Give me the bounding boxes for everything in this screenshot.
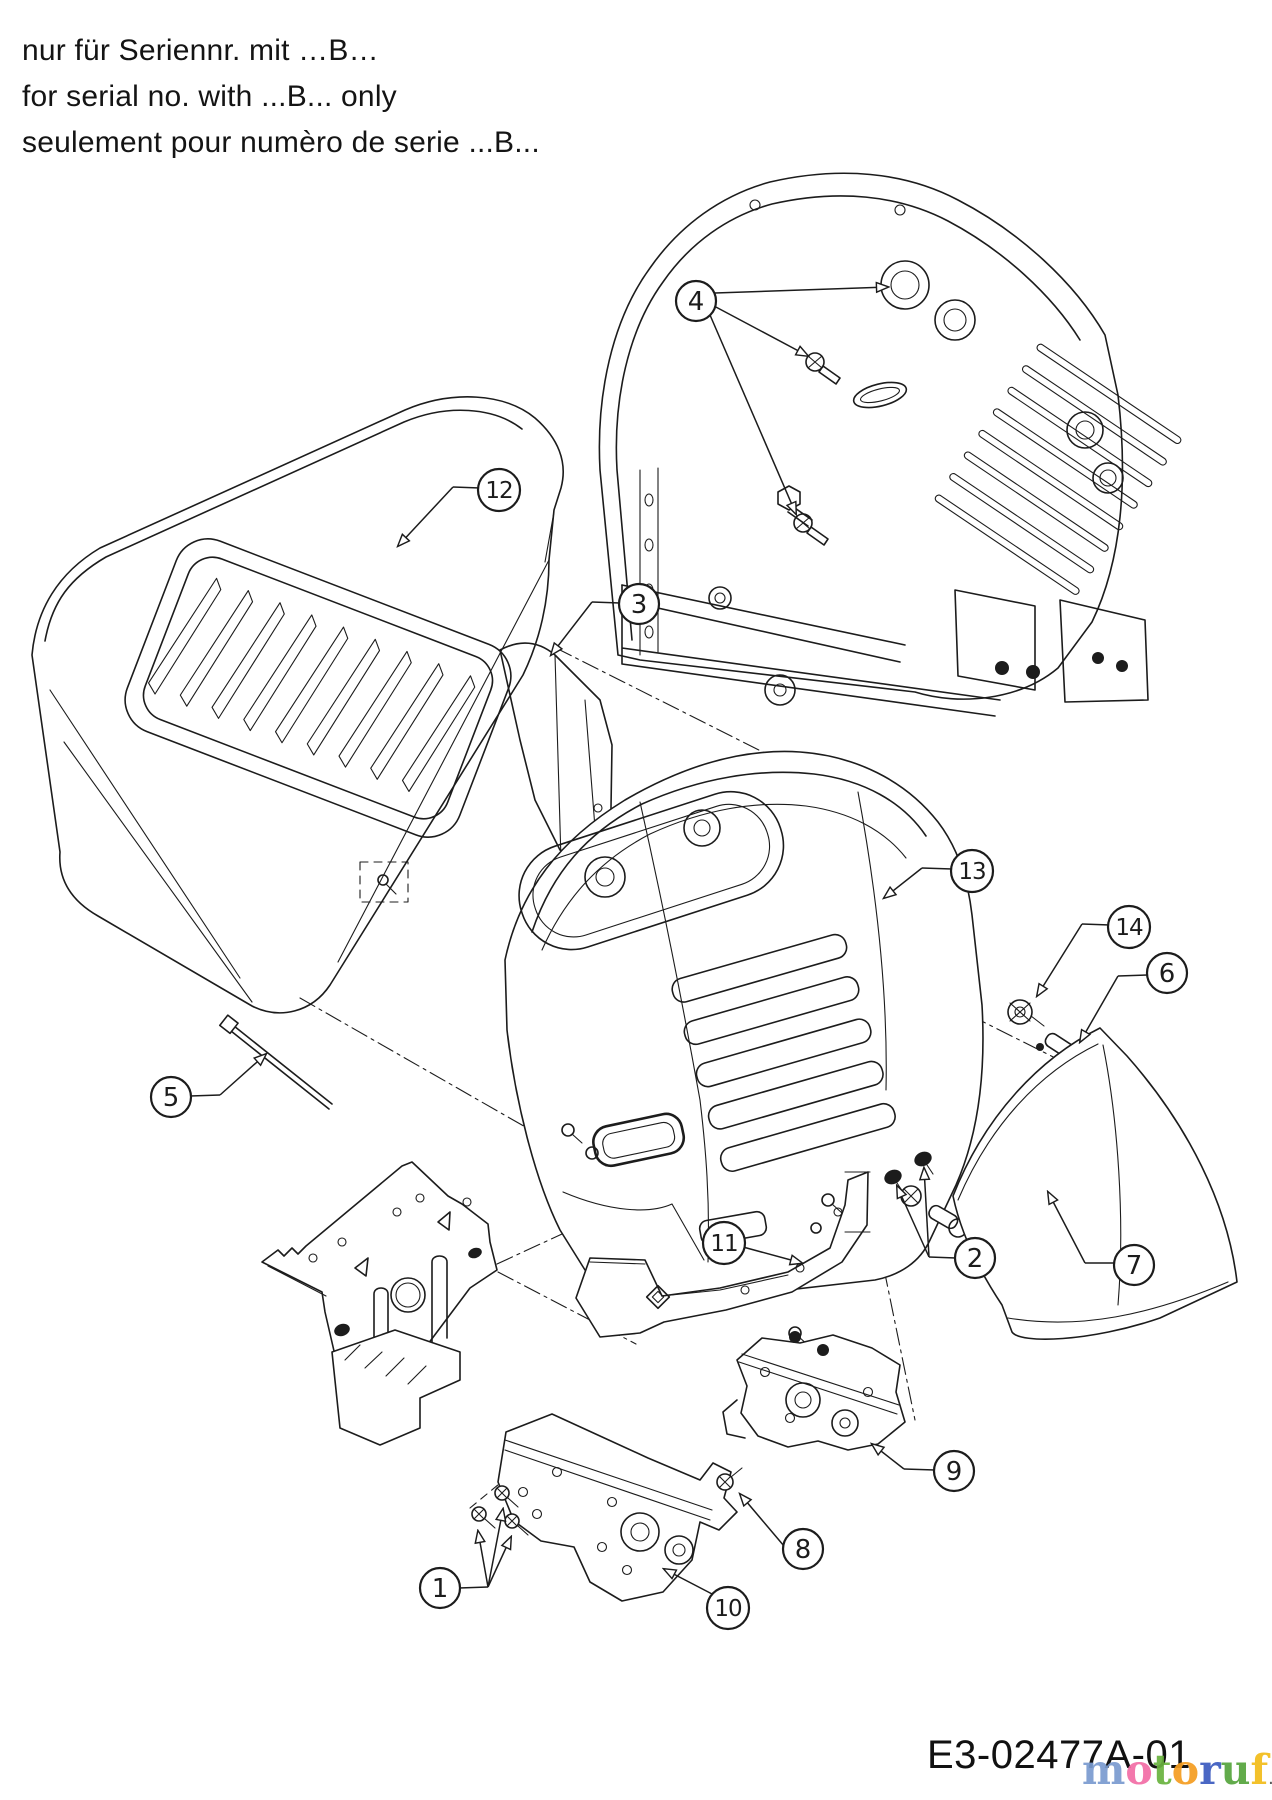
- svg-text:7: 7: [1126, 1251, 1143, 1281]
- watermark-letter: t: [1153, 1746, 1172, 1794]
- rear-panel-inset: [598, 172, 1182, 717]
- svg-text:12: 12: [485, 478, 512, 504]
- mounting-screws: [471, 1485, 529, 1536]
- front-grille-slats: [671, 933, 896, 1173]
- svg-text:14: 14: [1115, 915, 1143, 941]
- callout-3: 3: [617, 582, 661, 626]
- hood-top-panel: [31, 396, 564, 1014]
- callout-leaders: [189, 287, 1149, 1596]
- serial-note-line-en: for serial no. with ...B... only: [22, 80, 397, 113]
- callout-4: 4: [674, 279, 718, 323]
- rear-panel-vent-slats: [934, 343, 1182, 595]
- svg-text:2: 2: [967, 1244, 984, 1274]
- callout-9: 9: [932, 1449, 976, 1493]
- callout-13: 13: [949, 848, 995, 894]
- serial-note-line-de: nur für Seriennr. mit …B…: [22, 34, 379, 67]
- hood-front-panel: [504, 750, 984, 1303]
- watermark-letter: o: [1172, 1746, 1199, 1794]
- svg-text:6: 6: [1159, 959, 1176, 989]
- callout-10: 10: [705, 1585, 751, 1631]
- cable-tie: [218, 1014, 333, 1110]
- svg-text:1: 1: [432, 1574, 449, 1604]
- watermark-letter: f: [1250, 1746, 1270, 1794]
- push-fastener: [1007, 999, 1045, 1027]
- hood-vent-grille: [124, 538, 512, 838]
- callout-2: 2: [953, 1236, 997, 1280]
- hinge-bracket-left: [497, 1413, 738, 1602]
- svg-text:3: 3: [631, 590, 648, 620]
- drawing-number: E3-02477A-01: [927, 1733, 1191, 1777]
- callout-14: 14: [1106, 904, 1152, 950]
- callout-7: 7: [1112, 1243, 1156, 1287]
- svg-text:4: 4: [688, 287, 705, 317]
- callout-5: 5: [149, 1075, 193, 1119]
- callout-11: 11: [701, 1220, 747, 1266]
- front-bumper: [952, 1027, 1238, 1340]
- serial-note: nur für Seriennr. mit …B… for serial no.…: [22, 28, 540, 166]
- inset-frame: [621, 485, 1149, 717]
- hinge-bracket-right: [722, 1331, 906, 1451]
- watermark-letter: r: [1199, 1746, 1222, 1794]
- svg-text:13: 13: [958, 859, 985, 885]
- watermark: motoruf.de: [1082, 1746, 1272, 1794]
- flange-bolt: [716, 1467, 743, 1491]
- svg-text:5: 5: [163, 1083, 180, 1113]
- panel-bolt-upper: [805, 352, 841, 385]
- serial-note-line-fr: seulement pour numèro de serie ...B...: [22, 126, 540, 159]
- svg-text:9: 9: [946, 1457, 963, 1487]
- svg-text:11: 11: [710, 1231, 737, 1257]
- watermark-letter: m: [1082, 1746, 1125, 1794]
- watermark-letter: o: [1125, 1746, 1152, 1794]
- watermark-letter: u: [1221, 1746, 1251, 1794]
- callout-8: 8: [781, 1527, 825, 1571]
- callout-6: 6: [1145, 951, 1189, 995]
- watermark-suffix: .de: [1268, 1767, 1272, 1789]
- svg-text:8: 8: [795, 1535, 812, 1565]
- frame-channel: [331, 1329, 461, 1446]
- callout-1: 1: [418, 1566, 462, 1610]
- callout-12: 12: [476, 467, 522, 513]
- svg-text:10: 10: [714, 1596, 742, 1622]
